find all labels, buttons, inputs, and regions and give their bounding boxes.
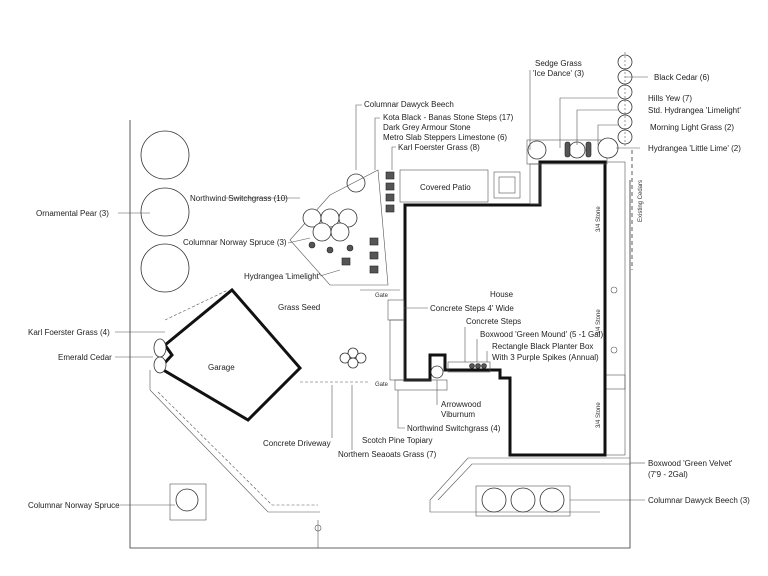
label-black-cedar: Black Cedar (6): [654, 73, 710, 82]
label-seaoats: Northern Seaoats Grass (7): [338, 450, 437, 459]
label-stone-2: 3/4 Stone: [596, 309, 602, 335]
covered-patio: Covered Patio: [399, 169, 521, 203]
label-northwind-bottom: Northwind Switchgrass (4): [407, 424, 501, 433]
label-hills-yew: Hills Yew (7): [648, 94, 692, 103]
label-gate-2: Gate: [375, 382, 389, 388]
label-existing-cedars: Existing Cedars: [638, 180, 644, 222]
label-dawyck-bottom: Columnar Dawyck Beech (3): [648, 496, 750, 505]
concrete-steps-wide: [387, 299, 405, 321]
label-norway-spruce-bottom: Columnar Norway Spruce: [28, 501, 120, 510]
ornamental-pear-trees: [140, 130, 190, 293]
label-house: House: [490, 290, 514, 299]
labels: Columnar Dawyck Beech Kota Black - Banas…: [28, 59, 750, 510]
switchgrass-bed: [289, 169, 389, 286]
label-hydrangea-limelight: Hydrangea 'Limelight': [244, 272, 321, 281]
label-planter-2: With 3 Purple Spikes (Annual): [492, 353, 599, 362]
label-kota: Kota Black - Banas Stone Steps (17): [383, 113, 514, 122]
label-boxwood-mound: Boxwood 'Green Mound' (5 -1 Gal): [480, 330, 603, 339]
stone-steps: [341, 171, 395, 274]
label-boxwood-velvet-2: (7'9 - 2Gal): [648, 470, 688, 479]
black-cedar-row: [617, 52, 633, 147]
label-concrete-driveway: Concrete Driveway: [263, 439, 331, 448]
stone-strip: [604, 161, 626, 456]
back-planting-bed: [526, 137, 619, 205]
front-walkway: [429, 457, 630, 513]
label-karl-left: Karl Foerster Grass (4): [28, 328, 110, 337]
label-boxwood-velvet-1: Boxwood 'Green Velvet': [648, 459, 733, 468]
label-covered-patio: Covered Patio: [420, 183, 471, 192]
label-scotch-pine: Scotch Pine Topiary: [362, 436, 433, 445]
label-sedge-2: 'Ice Dance' (3): [533, 69, 584, 78]
label-metro: Metro Slab Steppers Limestone (6): [383, 133, 507, 142]
label-concrete-steps-wide: Concrete Steps 4' Wide: [430, 304, 514, 313]
norway-spruce-bottom: [169, 483, 207, 521]
label-armour: Dark Grey Armour Stone: [383, 123, 471, 132]
label-emerald-cedar: Emerald Cedar: [58, 353, 112, 362]
dawyck-beech-bottom: [475, 485, 571, 517]
leader-lines: [115, 70, 648, 506]
label-ornamental-pear: Ornamental Pear (3): [36, 209, 109, 218]
stone-labels: 3/4 Stone 3/4 Stone 3/4 Stone: [596, 206, 602, 428]
existing-cedars: Existing Cedars: [631, 150, 644, 270]
label-stone-1: 3/4 Stone: [596, 206, 602, 232]
emerald-cedar: [153, 338, 167, 358]
label-arrowwood-1: Arrowwood: [441, 400, 481, 409]
property-line: [129, 120, 631, 549]
driveway-edge: [149, 370, 320, 513]
label-grass-seed: Grass Seed: [278, 303, 320, 312]
label-morning-light: Morning Light Grass (2): [650, 123, 734, 132]
label-norway-spruce-top: Columnar Norway Spruce (3): [183, 238, 287, 247]
house-outline: [403, 160, 607, 457]
label-garage: Garage: [208, 363, 235, 372]
label-northwind-top: Northwind Switchgrass (10): [190, 194, 288, 203]
label-gate-1: Gate: [375, 293, 389, 299]
label-karl-top: Karl Foerster Grass (8): [398, 143, 480, 152]
label-dawyck-top: Columnar Dawyck Beech: [364, 100, 454, 109]
label-std-hydrangea: Std. Hydrangea 'Limelight': [648, 106, 741, 115]
label-little-lime: Hydrangea 'Little Lime' (2): [648, 144, 741, 153]
label-concrete-steps: Concrete Steps: [466, 317, 521, 326]
stone-edge-row: [394, 361, 491, 391]
label-sedge-1: Sedge Grass: [535, 59, 582, 68]
label-planter-1: Rectangle Black Planter Box: [492, 342, 593, 351]
label-stone-3: 3/4 Stone: [596, 402, 602, 428]
scotch-pine-topiary: [339, 347, 367, 369]
label-arrowwood-2: Viburnum: [441, 410, 475, 419]
